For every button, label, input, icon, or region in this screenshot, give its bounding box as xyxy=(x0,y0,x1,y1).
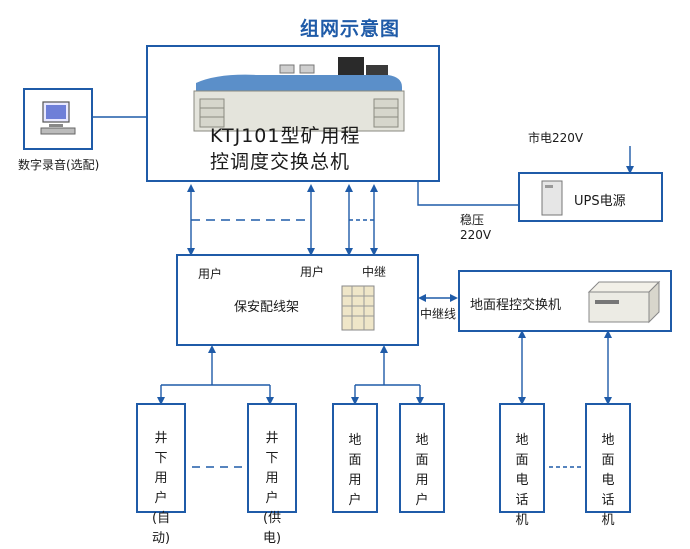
surface-switch-box: 地面程控交换机 xyxy=(458,270,672,332)
endpoint-label-6: 地面电话机 xyxy=(601,433,615,528)
endpoint-box-3: 地面用户 xyxy=(332,403,378,513)
endpoint-label-5: 地面电话机 xyxy=(515,433,529,528)
recorder-box xyxy=(23,88,93,150)
mains-power-label: 市电220V xyxy=(528,131,584,145)
wiring-frame-icon xyxy=(341,285,375,331)
ups-unit-icon xyxy=(541,180,563,216)
distribution-frame-box: 用户 用户 中继 保安配线架 xyxy=(176,254,419,346)
regulated-label-1: 稳压 xyxy=(460,213,485,227)
endpoint-box-2: 井下用户(供电) xyxy=(247,403,297,546)
endpoint-box-4: 地面用户 xyxy=(399,403,445,513)
console-desk-icon xyxy=(193,57,405,132)
surface-switch-label: 地面程控交换机 xyxy=(470,298,562,313)
ups-label: UPS电源 xyxy=(574,194,626,209)
connection-lines xyxy=(93,116,634,468)
ups-feed-link xyxy=(417,182,518,206)
endpoint-box-5: 地面电话机 xyxy=(499,403,545,528)
main-switch-box: KTJ101型矿用程 控调度交换总机 xyxy=(146,45,440,182)
recorder-label: 数字录音(选配) xyxy=(18,158,100,172)
endpoint-label-2: 井下用户(供电) xyxy=(263,431,282,546)
ups-box: UPS电源 xyxy=(518,172,663,222)
port-user-1: 用户 xyxy=(198,267,223,281)
endpoint-label-3: 地面用户 xyxy=(348,433,362,508)
main-switch-label-1: KTJ101型矿用程 xyxy=(210,125,361,147)
regulated-label-2: 220V xyxy=(460,228,492,242)
main-switch-label-2: 控调度交换总机 xyxy=(210,151,351,173)
switch-cabinet-icon xyxy=(587,280,661,324)
endpoint-label-1: 井下用户(自动) xyxy=(152,431,171,546)
endpoint-box-6: 地面电话机 xyxy=(585,403,631,528)
port-user-2: 用户 xyxy=(300,265,325,279)
endpoint-box-1: 井下用户(自动) xyxy=(136,403,186,546)
relay-line-label: 中继线 xyxy=(420,307,457,321)
diagram-title: 组网示意图 xyxy=(300,18,401,40)
computer-icon xyxy=(40,101,76,135)
port-relay: 中继 xyxy=(362,265,387,279)
endpoint-label-4: 地面用户 xyxy=(415,433,429,508)
distribution-frame-label: 保安配线架 xyxy=(234,300,300,315)
